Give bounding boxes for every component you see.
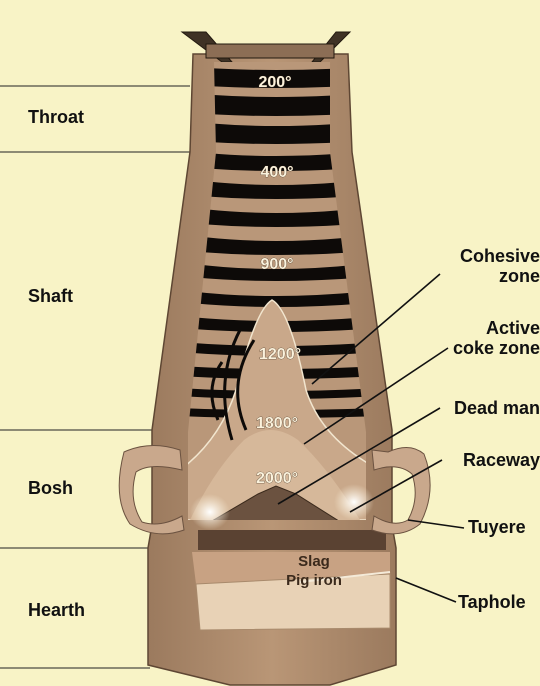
temp-400: 400° bbox=[260, 164, 293, 181]
label-cohesive-zone-line1: Cohesive bbox=[460, 246, 540, 266]
zone-label-shaft: Shaft bbox=[28, 286, 73, 306]
label-cohesive-zone: Cohesive zone bbox=[460, 246, 540, 286]
raceway-glow-left bbox=[190, 494, 230, 530]
label-raceway: Raceway bbox=[463, 450, 540, 470]
label-cohesive-zone-line2: zone bbox=[460, 266, 540, 286]
top-hopper bbox=[182, 32, 350, 62]
label-active-coke-zone-line2: coke zone bbox=[453, 338, 540, 358]
temp-2000: 2000° bbox=[256, 470, 298, 487]
pig-iron-label: Pig iron bbox=[286, 572, 342, 589]
slag-label: Slag bbox=[298, 553, 330, 570]
label-tuyere: Tuyere bbox=[468, 517, 526, 537]
zone-label-hearth: Hearth bbox=[28, 600, 85, 620]
label-taphole: Taphole bbox=[458, 592, 526, 612]
label-active-coke-zone-line1: Active bbox=[453, 318, 540, 338]
temp-1800: 1800° bbox=[256, 415, 298, 432]
temp-900: 900° bbox=[260, 256, 293, 273]
temp-1200: 1200° bbox=[259, 346, 301, 363]
zone-label-bosh: Bosh bbox=[28, 478, 73, 498]
temp-200: 200° bbox=[258, 74, 291, 91]
zone-label-throat: Throat bbox=[28, 107, 84, 127]
label-active-coke-zone: Active coke zone bbox=[453, 318, 540, 358]
label-dead-man: Dead man bbox=[454, 398, 540, 418]
